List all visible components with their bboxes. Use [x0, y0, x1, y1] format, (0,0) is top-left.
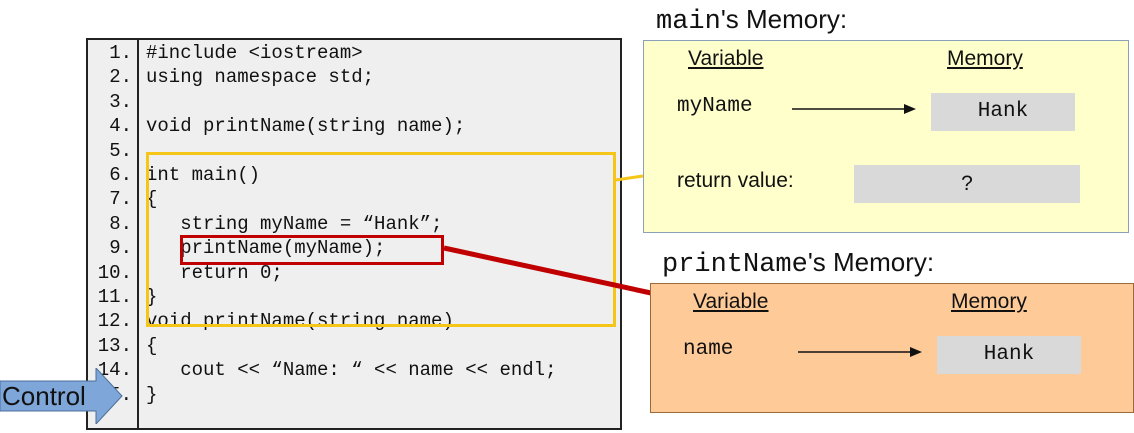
printname-memory-title-code: printName — [662, 250, 808, 280]
control-pointer-arrow — [0, 368, 123, 424]
printname-variable-header: Variable — [693, 290, 769, 313]
code-text: void printName(string name); — [146, 115, 466, 138]
main-var-return-value: return value: — [677, 169, 794, 192]
code-text: } — [146, 383, 158, 406]
code-line: 8. string myName = “Hank”; — [88, 212, 620, 236]
code-listing: 1. #include <iostream> 2. using namespace s… — [86, 38, 622, 430]
printname-name-arrow — [798, 347, 922, 357]
line-number: 4. — [109, 115, 132, 138]
code-text: return 0; — [146, 261, 283, 284]
printname-name-value: Hank — [937, 336, 1081, 374]
code-line: 9. printName(myName); — [88, 236, 620, 260]
printname-memory-frame: Variable Memory name Hank — [650, 283, 1134, 413]
code-line: 4. void printName(string name); — [88, 114, 620, 138]
main-memory-frame: Variable Memory myName Hank return value… — [643, 40, 1129, 233]
line-number: 10. — [97, 261, 132, 284]
printname-var-name: name — [683, 338, 734, 361]
code-line: 14. cout << “Name: “ << name << endl; — [88, 358, 620, 382]
line-number: 11. — [97, 286, 132, 308]
main-myname-value: Hank — [931, 93, 1075, 131]
code-text: { — [146, 188, 158, 211]
line-number: 6. — [109, 164, 132, 186]
main-scope-connector — [615, 174, 644, 182]
line-number: 1. — [109, 42, 132, 64]
code-text: using namespace std; — [146, 66, 375, 89]
printname-call-highlight — [180, 235, 444, 265]
main-memory-title-text: 's Memory: — [720, 4, 848, 34]
main-myname-arrow — [792, 104, 916, 114]
control-label: Control — [2, 381, 86, 411]
code-line: 13. { — [88, 334, 620, 358]
printname-memory-header: Memory — [951, 290, 1027, 313]
main-var-myname: myName — [677, 95, 753, 118]
code-text: string myName = “Hank”; — [146, 212, 443, 235]
line-number: 14. — [97, 359, 132, 382]
printname-memory-title: printName's Memory: — [662, 247, 934, 280]
main-memory-title-code: main — [656, 7, 721, 37]
main-memory-header: Memory — [947, 47, 1023, 70]
line-number: 9. — [109, 237, 132, 260]
code-line: 11.} — [88, 285, 620, 309]
line-number: 7. — [109, 188, 132, 211]
code-text: #include <iostream> — [146, 42, 363, 64]
line-number: 8. — [109, 212, 132, 235]
main-variable-header: Variable — [688, 47, 764, 70]
code-text: int main() — [146, 164, 261, 186]
code-line: 2. using namespace std; — [88, 65, 620, 89]
call-connector — [443, 245, 652, 296]
code-text: { — [146, 334, 158, 357]
main-return-value: ? — [854, 165, 1080, 203]
line-number: 12. — [97, 310, 132, 333]
line-number: 13. — [97, 334, 132, 357]
line-number: 2. — [109, 66, 132, 89]
code-line: 1. #include <iostream> — [88, 41, 620, 65]
code-line: 10. return 0; — [88, 261, 620, 285]
main-function-scope-highlight — [146, 152, 616, 327]
code-text: printName(myName); — [146, 237, 386, 260]
line-number: 3. — [109, 90, 132, 113]
printname-memory-title-text: 's Memory: — [807, 247, 935, 277]
code-text: cout << “Name: “ << name << endl; — [146, 359, 557, 382]
code-line: 5. — [88, 139, 620, 163]
main-memory-title: main's Memory: — [656, 4, 847, 37]
line-number-divider — [137, 40, 139, 428]
code-line: 6. int main() — [88, 163, 620, 187]
code-text: } — [146, 286, 158, 308]
code-line: 3. — [88, 90, 620, 114]
code-line: 7. { — [88, 187, 620, 211]
line-number: 5. — [109, 139, 132, 162]
